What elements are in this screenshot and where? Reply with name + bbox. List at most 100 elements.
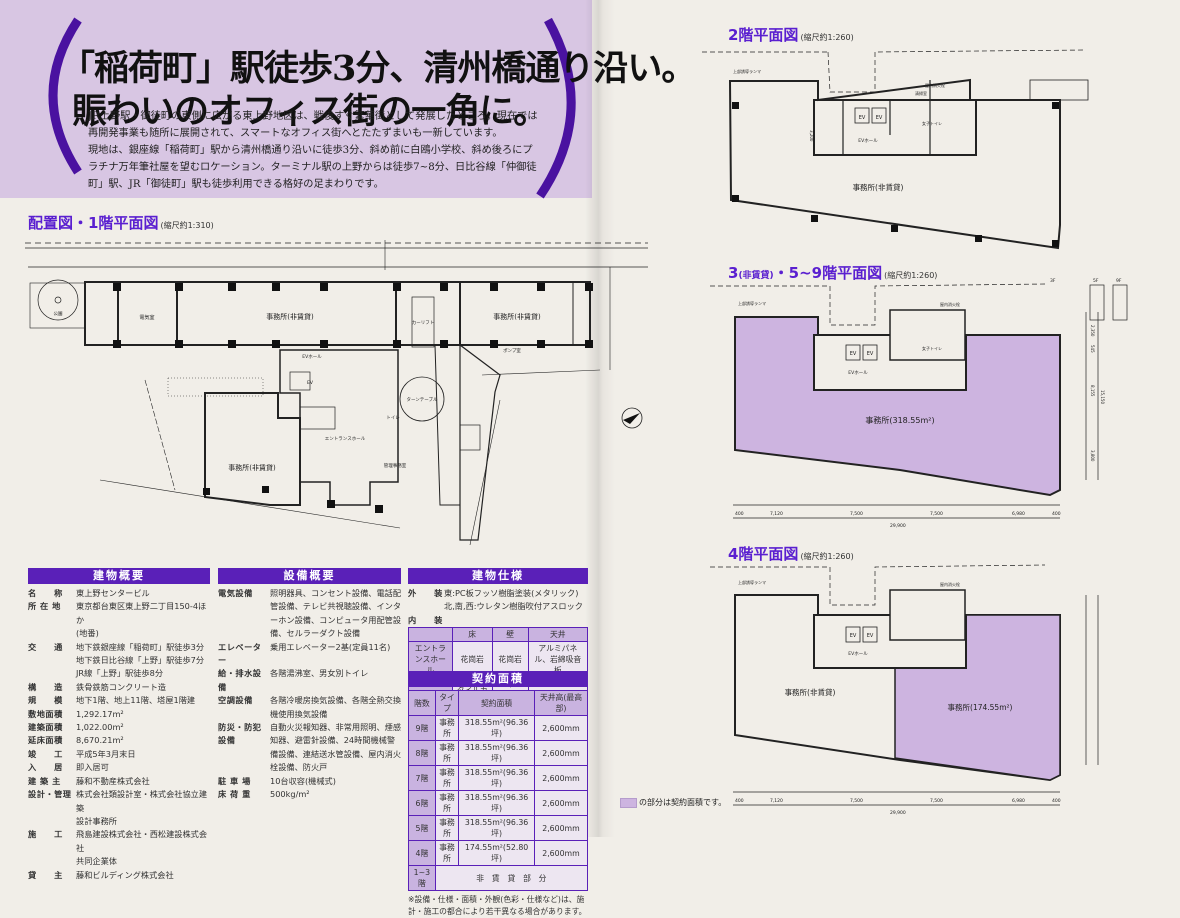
- row-value: 乗用エレベーター2基(定員11名): [270, 641, 391, 652]
- info-row: 名 称東上野センタービル: [28, 587, 210, 600]
- row-value: 10台収容(機械式): [270, 775, 336, 786]
- site-ev-hall: EVホール: [302, 354, 322, 360]
- open-bracket: [48, 17, 82, 175]
- floor4-title-text: 4階平面図: [728, 545, 799, 563]
- floor3-scale: (縮尺約1:260): [884, 271, 938, 280]
- disclaimer-note: ※設備・仕様・面積・外観(色彩・仕様など)は、施計・施工の都合により若干異なる場…: [408, 895, 587, 916]
- info-row: 竣 工 平成5年3月末日: [28, 748, 210, 761]
- f3-stair-3f: 3F: [1050, 278, 1056, 284]
- f4-ev-1: EV: [850, 633, 857, 639]
- close-bracket: [536, 17, 576, 199]
- row-label: 施 工: [28, 829, 63, 840]
- f3-dim-r0: 2,350: [1090, 325, 1095, 337]
- row-value: 1,292.17m²: [76, 708, 124, 719]
- row-value: 即入居可: [76, 762, 109, 773]
- legend-text: の部分は契約面積です。: [639, 798, 727, 807]
- info-row: 交 通地下鉄銀座線「稲荷町」駅徒歩3分 地下鉄日比谷線「上野」駅徒歩7分 JR線…: [28, 641, 210, 681]
- spec-exterior-2: 北,南,西:ウレタン樹脂吹付アスロック: [444, 601, 583, 612]
- table-cell: 事務所: [434, 790, 460, 816]
- site-plan-scale: (縮尺約1:310): [160, 221, 214, 230]
- row-label: 竣 工: [28, 748, 63, 759]
- site-ev: EV: [307, 380, 314, 386]
- site-plan-title: 配置図・1階平面図(縮尺約1:310): [28, 212, 214, 233]
- f3-hydrant: 屋内消火栓: [940, 301, 960, 307]
- f2-dim: 3,200: [809, 130, 814, 142]
- f3-dim-4: 6,980: [1012, 511, 1025, 517]
- site-toilet: トイレ: [386, 416, 400, 421]
- floor3-title: 3(非賃貸)・5~9階平面図(縮尺約1:260): [728, 262, 937, 283]
- site-car-lift: カーリフト: [412, 320, 435, 326]
- f3-womens: 女子トイレ: [922, 345, 942, 351]
- site-electric-room: 電気室: [139, 314, 154, 321]
- site-management: 管理事務室: [384, 462, 407, 469]
- row-value: 平成5年3月末日: [76, 748, 136, 759]
- info-row: 建 築 主藤和不動産株式会社: [28, 775, 210, 788]
- floor2-title: 2階平面図(縮尺約1:260): [728, 24, 854, 45]
- floor4-title: 4階平面図(縮尺約1:260): [728, 543, 854, 564]
- info-row: 入 居即入居可: [28, 761, 210, 774]
- legend: の部分は契約面積です。: [620, 797, 726, 808]
- floor3-drawing: [710, 283, 1128, 519]
- spec-heading: 建物仕様: [408, 568, 588, 584]
- f4-office: 事務所(174.55m²): [948, 702, 1013, 712]
- page-fold: [585, 0, 615, 837]
- site-office-2: 事務所(非賃貸): [493, 312, 541, 321]
- row-label: 所 在 地: [28, 601, 61, 612]
- table-header: 壁: [491, 627, 529, 643]
- site-office-3: 事務所(非賃貸): [228, 463, 276, 472]
- table-cell: 7階: [408, 765, 436, 791]
- floor2-drawing: [702, 49, 1089, 250]
- info-row: 設計・管理株式会社類設計室・株式会社協立建築 設計事務所: [28, 788, 210, 828]
- table-cell: 事務所: [434, 715, 460, 741]
- row-value: 各階冷暖房換気設備、各階全熱交換機使用換気設備: [270, 695, 402, 719]
- info-row: 空調設備各階冷暖房換気設備、各階全熱交換機使用換気設備: [218, 694, 401, 721]
- table-row: 1~3階 非 賃 貸 部 分: [408, 865, 589, 891]
- f3-dim-total: 29,900: [890, 523, 906, 529]
- row-label: 延床面積: [28, 735, 63, 746]
- floor4-scale: (縮尺約1:260): [800, 552, 854, 561]
- table-cell: 8階: [408, 740, 436, 766]
- table-header: [408, 627, 453, 643]
- f3-stair-5f: 5F: [1093, 278, 1099, 284]
- table-header: 階数: [408, 690, 436, 716]
- f3-ev-2: EV: [867, 351, 874, 357]
- equipment-heading: 設備概要: [218, 568, 401, 584]
- info-row: 給・排水設備各階湯沸室、男女別トイレ: [218, 667, 401, 694]
- table-header: 床: [451, 627, 493, 643]
- f2-lamp: 上部誘導ランマ: [733, 68, 761, 74]
- row-label: 床 荷 重: [218, 789, 251, 800]
- f3-ev-hall: EVホール: [848, 370, 868, 376]
- f4-dim-3: 7,500: [930, 798, 943, 804]
- table-cell: 2,600mm: [533, 765, 589, 791]
- f3-office: 事務所(318.55m²): [865, 415, 934, 425]
- row-value: 鉄骨鉄筋コンクリート造: [76, 681, 167, 692]
- floor4-drawing: [710, 564, 1099, 806]
- f4-dim-2: 7,500: [850, 798, 863, 804]
- site-park: 公園: [54, 311, 63, 317]
- row-label: 交 通: [28, 641, 63, 652]
- f4-dim-total: 29,900: [890, 810, 906, 816]
- info-row: 電気設備照明器具、コンセント設備、電話配管設備、テレビ共視聴設備、インターホン設…: [218, 587, 401, 641]
- table-cell: 6階: [408, 790, 436, 816]
- table-cell: 2,600mm: [533, 740, 589, 766]
- site-plan-drawing: [25, 240, 648, 546]
- table-cell: 318.55m²(96.36坪): [458, 715, 535, 741]
- building-overview: 建物概要 名 称東上野センタービル所 在 地東京都台東区東上野二丁目150-4ほ…: [28, 568, 210, 882]
- headline-line2: 賑わいのオフィス街の一角に。: [72, 91, 548, 132]
- row-label: 電気設備: [218, 588, 253, 598]
- row-value: 飛島建設株式会社・西松建設株式会社 共同企業体: [76, 829, 208, 867]
- row-value: 自動火災報知器、非常用照明、煙感知器、避雷針設備、24時間機械警備設備、連結送水…: [270, 722, 402, 773]
- floor2-title-text: 2階平面図: [728, 26, 799, 44]
- f2-ev-hall: EVホール: [858, 138, 878, 144]
- f3-stair-9f: 9F: [1116, 278, 1122, 284]
- row-label: 貸 主: [28, 869, 63, 880]
- info-row: 駐 車 場 10台収容(機械式): [218, 775, 401, 788]
- site-turntable: ターンテーブル: [406, 396, 438, 403]
- row-label: 駐 車 場: [218, 775, 251, 786]
- f3-dim-r1: 545: [1090, 345, 1095, 353]
- f2-ev-1: EV: [859, 115, 866, 121]
- site-office-1: 事務所(非賃貸): [266, 312, 314, 321]
